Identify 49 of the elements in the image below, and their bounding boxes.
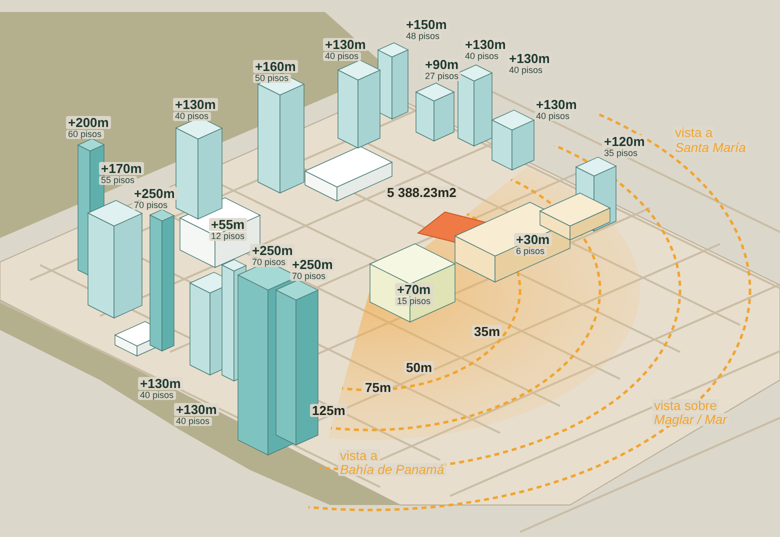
view-label: Santa María [673,141,748,154]
floor-count: 60 pisos [66,130,104,139]
height-label: +30m [514,233,552,246]
height-label: +150m [404,18,449,31]
height-label: +170m [99,162,144,175]
height-label: +130m [534,98,579,111]
height-label: +70m [395,283,433,296]
height-label: +130m [138,377,183,390]
floor-count: 40 pisos [534,112,572,121]
dimension-label: 125m [310,404,348,417]
area-label: 5 388.23m2 [385,186,458,199]
floor-count: 70 pisos [250,258,288,267]
floor-count: 70 pisos [290,272,328,281]
floor-count: 50 pisos [253,74,291,83]
height-label: +130m [174,403,219,416]
view-label: vista a [338,449,380,462]
height-label: +130m [173,98,218,111]
floor-count: 40 pisos [463,52,501,61]
floor-count: 35 pisos [602,149,640,158]
dimension-label: 75m [363,381,394,394]
floor-count: 40 pisos [507,66,545,75]
view-label: vista sobre [652,399,719,412]
height-label: +55m [209,218,247,231]
dimension-label: 50m [404,361,434,374]
floor-count: 27 pisos [423,72,461,81]
floor-count: 40 pisos [173,112,211,121]
view-label: vista a [673,126,715,139]
height-label: +130m [323,38,368,51]
floor-count: 48 pisos [404,32,442,41]
floor-count: 15 pisos [395,297,433,306]
dimension-label: 35m [472,325,502,338]
height-label: +160m [253,60,298,73]
height-label: +250m [250,244,295,257]
floor-count: 40 pisos [174,417,212,426]
height-label: +130m [507,52,552,65]
floor-count: 70 pisos [132,201,170,210]
floor-count: 40 pisos [138,391,176,400]
view-label: Maglar / Mar [652,413,729,426]
height-label: +250m [132,187,177,200]
floor-count: 55 pisos [99,176,137,185]
height-label: +200m [66,116,111,129]
height-label: +120m [602,135,647,148]
height-label: +250m [290,258,335,271]
height-label: +130m [463,38,508,51]
floor-count: 12 pisos [209,232,247,241]
view-label: Bahía de Panamá [338,463,446,476]
floor-count: 40 pisos [323,52,361,61]
floor-count: 6 pisos [514,247,547,256]
height-label: +90m [423,58,461,71]
